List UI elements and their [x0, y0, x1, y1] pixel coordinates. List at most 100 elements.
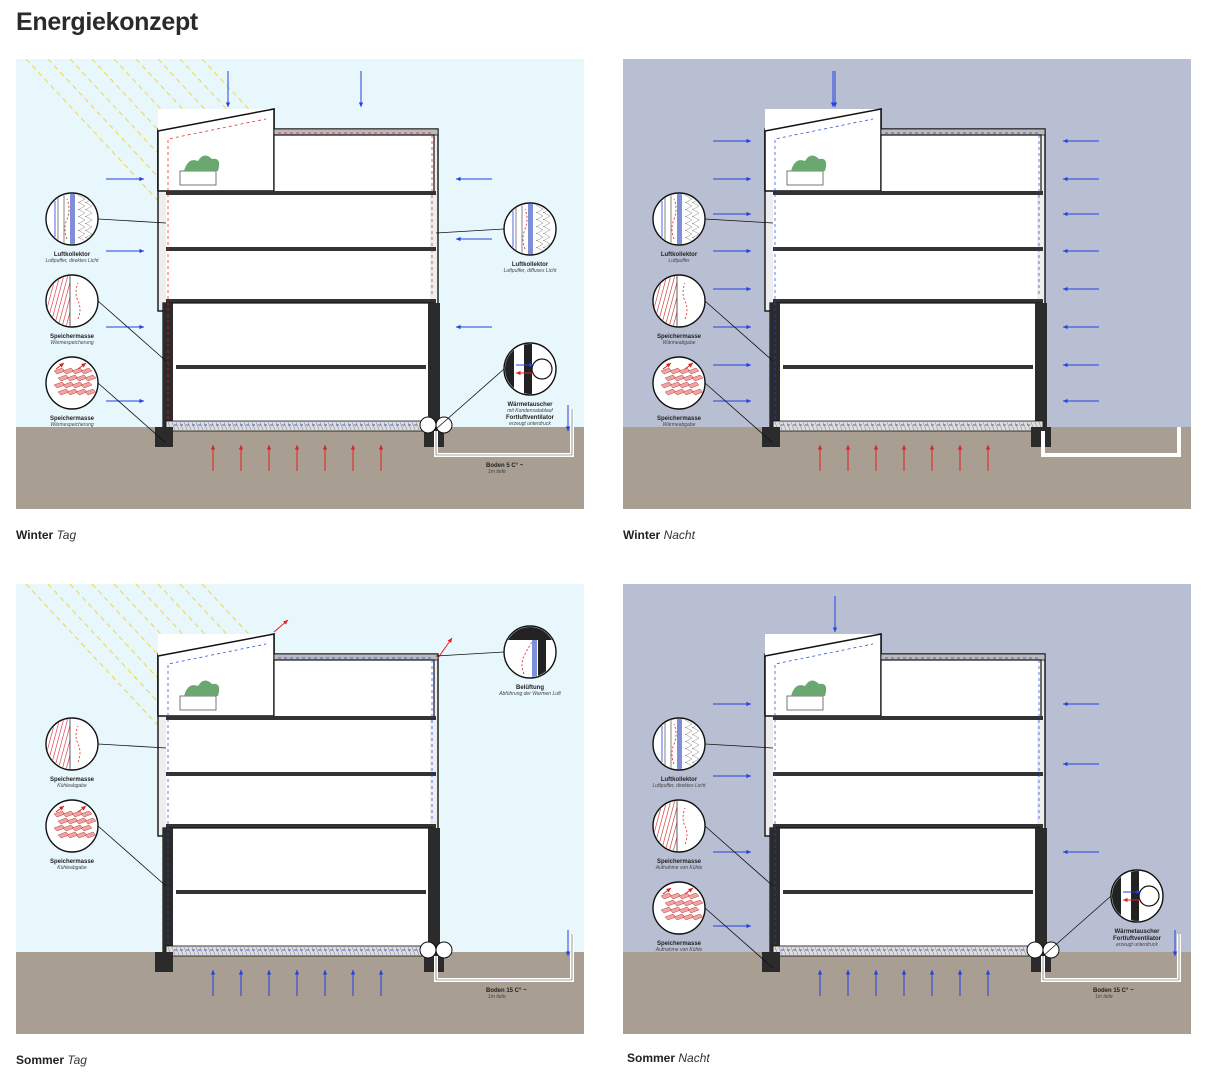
- wind-arrow: [713, 211, 751, 217]
- ground-depth-label: 1m tiefe: [488, 994, 506, 1000]
- callout-subtitle: Kühleabgabe: [57, 865, 87, 871]
- wind-arrow: [1063, 176, 1099, 182]
- storage-floor-detail-icon: [652, 881, 706, 935]
- wind-arrow: [713, 324, 751, 330]
- floor-slab: [773, 191, 1043, 195]
- duct-arrow: [1172, 930, 1178, 956]
- callout-subtitle: Abführung der Warmen Luft: [498, 691, 561, 697]
- ground: [623, 952, 1191, 1034]
- plant: [179, 680, 220, 711]
- building-section: [762, 108, 1051, 447]
- flow-arrow: [55, 362, 65, 370]
- callout-subtitle: mit Kondensatablauf: [507, 408, 553, 414]
- ground-heat-arrows: [210, 445, 384, 471]
- caption-winter-tag: Winter Tag: [16, 528, 76, 542]
- plant: [786, 680, 827, 711]
- flow-arrow: [662, 887, 672, 895]
- callout-subtitle: Luftpuffer, direktes Licht: [652, 783, 706, 789]
- callout-title: Luftkollektor: [512, 262, 549, 268]
- callout-title: Speichermasse: [50, 777, 95, 783]
- storage-wall-detail-icon: [652, 274, 706, 328]
- ground-arrow: [294, 445, 300, 471]
- external-airflow: [273, 619, 453, 659]
- air-flow: [774, 643, 1040, 951]
- callout-subtitle: Kühleabgabe: [57, 783, 87, 789]
- storage-wall-detail-icon: [652, 799, 706, 853]
- ground: [16, 427, 584, 509]
- wind-arrow: [713, 398, 751, 404]
- ground-arrow: [378, 970, 384, 996]
- callout-subtitle: Wärmespeicherung: [50, 422, 94, 428]
- wind-arrow: [456, 324, 492, 330]
- storage-wall-detail-icon: [45, 274, 99, 328]
- wind-arrow: [713, 286, 751, 292]
- ground-arrow: [266, 445, 272, 471]
- wind-arrow: [832, 596, 838, 632]
- storage-wall-right: [1035, 828, 1047, 964]
- callout-title: Speichermasse: [657, 859, 702, 865]
- ground-slab: [165, 420, 437, 432]
- wind-arrow: [1063, 248, 1099, 254]
- earth-duct: [419, 405, 574, 457]
- wind-arrow: [1063, 398, 1099, 404]
- callout-title: Wärmetauscher: [1114, 929, 1160, 935]
- wind-arrow: [1063, 849, 1099, 855]
- caption-season: Winter: [623, 528, 661, 542]
- ground-arrow: [350, 970, 356, 996]
- fan-icon: [419, 941, 437, 959]
- callout-subtitle: Luftpuffer, diffuses Licht: [504, 268, 557, 274]
- storage-floor-detail-icon: [45, 356, 99, 410]
- collector-detail-icon: [652, 192, 706, 246]
- collector-detail-icon: [45, 192, 99, 246]
- ground-arrow: [817, 445, 823, 471]
- earth-duct: [1026, 930, 1181, 982]
- ground-arrow: [266, 970, 272, 996]
- heat-exchanger-icon: [435, 416, 453, 434]
- ground-arrow: [210, 445, 216, 471]
- floor-slab: [176, 890, 426, 894]
- callout-title: Speichermasse: [50, 416, 95, 422]
- ground-heat-arrows: [817, 970, 991, 996]
- plant: [786, 155, 827, 186]
- callout-subtitle: erzeugt unterdruck: [1116, 942, 1158, 948]
- wind-arrow: [1063, 362, 1099, 368]
- ground-arrow: [294, 970, 300, 996]
- ground-arrow: [929, 970, 935, 996]
- caption-time: Tag: [67, 1053, 87, 1067]
- floor-slab: [773, 247, 1043, 251]
- floor-slab: [783, 365, 1033, 369]
- caption-winter-nacht: Winter Nacht: [623, 528, 695, 542]
- earth-duct: [1041, 427, 1181, 457]
- wind-arrow: [713, 849, 751, 855]
- wind-arrow: [830, 71, 836, 107]
- wind-arrow: [1063, 324, 1099, 330]
- flow-arrow: [77, 805, 87, 813]
- ground-arrow: [322, 970, 328, 996]
- building-section: [155, 633, 444, 972]
- fan-icon: [1026, 941, 1044, 959]
- caption-time: Nacht: [663, 528, 695, 542]
- ground: [16, 952, 584, 1034]
- floor-slab: [166, 299, 436, 303]
- wind-arrow: [106, 398, 144, 404]
- caption-sommer-tag: Sommer Tag: [16, 1053, 87, 1067]
- caption-time: Nacht: [678, 1051, 710, 1065]
- ground-arrow: [873, 970, 879, 996]
- flow-arrow: [662, 362, 672, 370]
- callout-title: Speichermasse: [50, 334, 95, 340]
- wind-arrow: [225, 71, 231, 107]
- callout-title: Speichermasse: [657, 416, 702, 422]
- ground-temperature-label: Boden 5 C° ~: [486, 463, 524, 469]
- flow-arrow: [77, 362, 87, 370]
- ground-arrow: [845, 970, 851, 996]
- floor-slab: [773, 716, 1043, 720]
- ground-arrow: [929, 445, 935, 471]
- ground-arrow: [817, 970, 823, 996]
- fan-icon: [419, 416, 437, 434]
- plant: [179, 155, 220, 186]
